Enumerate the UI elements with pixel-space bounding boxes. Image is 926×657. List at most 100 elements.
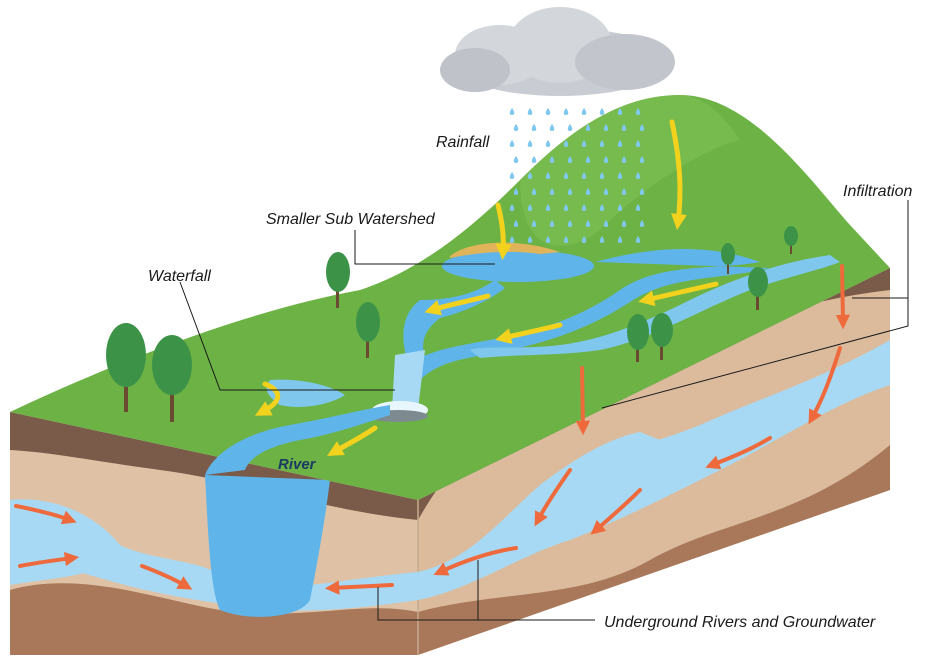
- tree-icon: [326, 252, 350, 308]
- tree-icon: [356, 302, 380, 358]
- raindrop: [581, 236, 587, 243]
- raindrop: [585, 220, 591, 227]
- raindrop: [621, 124, 627, 131]
- grass-shade: [520, 95, 740, 246]
- raindrop: [549, 124, 555, 131]
- raindrop: [527, 204, 533, 211]
- river-label: River: [278, 456, 317, 473]
- surface-runoff-arrows: [254, 119, 719, 456]
- raindrop: [563, 172, 569, 179]
- raindrop: [563, 108, 569, 115]
- raindrop: [599, 236, 605, 243]
- infiltration-arrow: [575, 366, 591, 436]
- tree-icon: [784, 226, 798, 254]
- raindrop: [621, 156, 627, 163]
- groundwater-flow-arrow: [808, 346, 842, 425]
- raindrop: [621, 220, 627, 227]
- raindrop: [545, 236, 551, 243]
- tree-icon: [721, 243, 735, 274]
- raindrop: [603, 220, 609, 227]
- raindrop: [513, 220, 519, 227]
- trees: [106, 226, 798, 422]
- raindrop: [585, 188, 591, 195]
- raindrop: [567, 188, 573, 195]
- groundwater-arrows: [14, 264, 851, 595]
- groundwater-flow-arrow: [18, 551, 80, 568]
- rain-cloud-icon: [440, 7, 675, 96]
- land-surface: [10, 95, 890, 500]
- leader-lines: [179, 200, 909, 621]
- raindrop: [545, 172, 551, 179]
- groundwater-channels: [10, 340, 890, 617]
- raindrop: [513, 156, 519, 163]
- raindrop: [581, 172, 587, 179]
- river-meander-upper: [405, 248, 770, 380]
- waterfall: [392, 350, 425, 410]
- river-left-meander: [266, 379, 345, 407]
- raindrop: [509, 108, 515, 115]
- groundwater-flow-arrow: [324, 580, 394, 595]
- raindrop: [567, 220, 573, 227]
- rainfall-drops: [509, 108, 645, 243]
- groundwater-flow-arrow: [590, 488, 642, 535]
- raindrop: [617, 204, 623, 211]
- soil-deep-layer-side: [418, 445, 890, 655]
- infiltration-label: Infiltration: [843, 183, 912, 200]
- tree-icon: [106, 323, 146, 412]
- raindrop: [509, 236, 515, 243]
- raindrop: [639, 188, 645, 195]
- tree-icon: [748, 267, 768, 310]
- raindrop: [531, 124, 537, 131]
- raindrop: [509, 204, 515, 211]
- labels: Rainfall Smaller Sub Watershed Waterfall…: [148, 134, 912, 631]
- raindrop: [509, 172, 515, 179]
- raindrop: [567, 124, 573, 131]
- raindrop: [585, 124, 591, 131]
- soil-deep-layer-front: [10, 583, 418, 655]
- groundwater-flow-arrow: [534, 468, 572, 527]
- groundwater-flow-arrow: [705, 436, 772, 470]
- raindrop: [527, 108, 533, 115]
- runoff-arrow: [495, 322, 563, 344]
- raindrop: [639, 156, 645, 163]
- infiltration-leader: [601, 200, 909, 409]
- raindrop: [531, 220, 537, 227]
- raindrop: [639, 220, 645, 227]
- groundwater-flow-arrow: [140, 564, 193, 590]
- raindrop: [599, 140, 605, 147]
- raindrop: [527, 236, 533, 243]
- raindrop: [635, 236, 641, 243]
- raindrop: [599, 108, 605, 115]
- sub-watershed-lake: [442, 250, 594, 282]
- raindrop: [549, 220, 555, 227]
- raindrop: [545, 108, 551, 115]
- waterfall-leader: [179, 281, 395, 391]
- grass-surface: [10, 95, 890, 500]
- runoff-arrow: [495, 202, 512, 260]
- raindrop: [635, 140, 641, 147]
- raindrop: [545, 204, 551, 211]
- groundwater-label: Underground Rivers and Groundwater: [604, 614, 876, 631]
- raindrop: [549, 156, 555, 163]
- raindrop: [603, 124, 609, 131]
- raindrop: [545, 140, 551, 147]
- river-cross-section: [205, 475, 330, 617]
- tree-icon: [152, 335, 192, 422]
- groundwater-flow-arrow: [14, 504, 77, 525]
- raindrop: [617, 236, 623, 243]
- raindrop: [599, 204, 605, 211]
- runoff-arrow: [254, 381, 281, 416]
- raindrop: [531, 156, 537, 163]
- river-lower: [205, 405, 390, 475]
- waterfall-label: Waterfall: [148, 268, 211, 285]
- groundwater-leader: [377, 587, 595, 621]
- raindrop: [603, 156, 609, 163]
- raindrop: [617, 172, 623, 179]
- sub-watershed-leader: [354, 230, 495, 265]
- raindrop: [617, 140, 623, 147]
- raindrop: [635, 172, 641, 179]
- raindrop: [513, 188, 519, 195]
- raindrop: [599, 172, 605, 179]
- groundwater-channel-side: [418, 340, 890, 600]
